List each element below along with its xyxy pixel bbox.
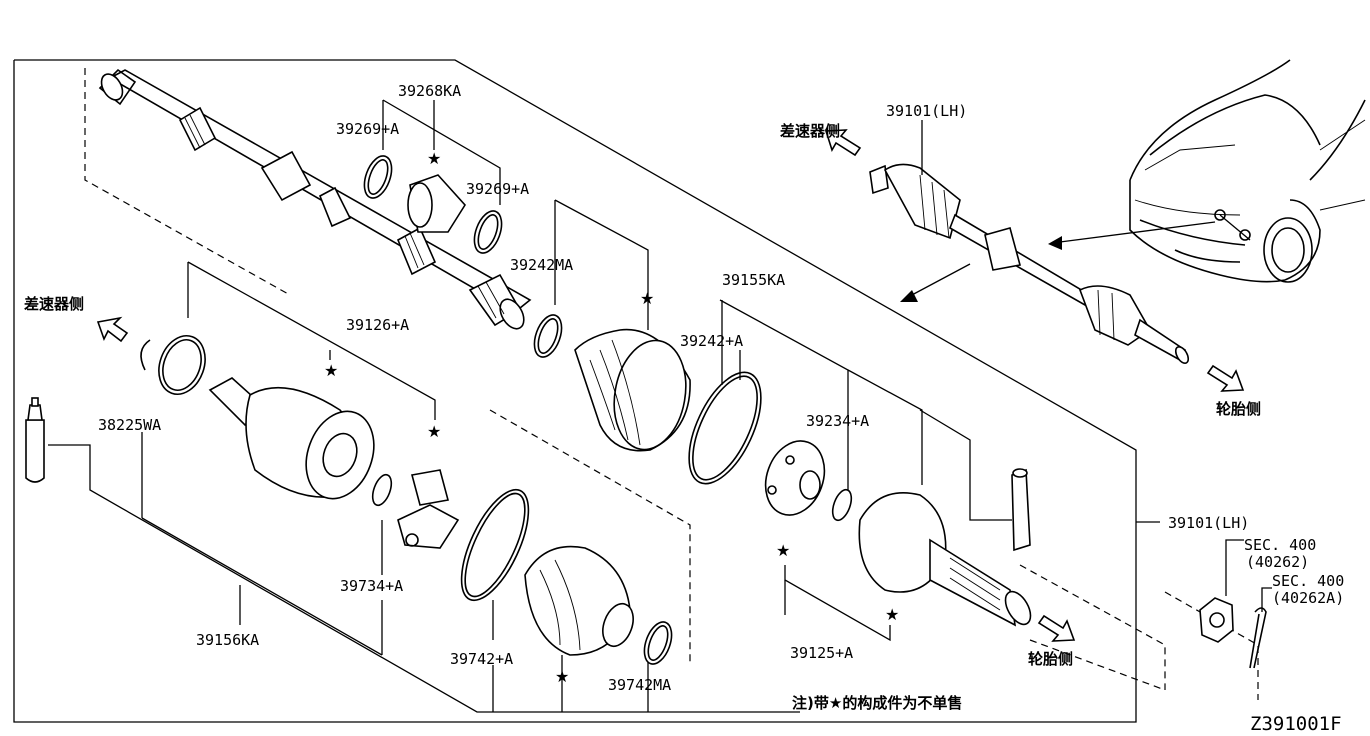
part-labels: 39268KA 39269+A 39269+A 39242MA 39155KA … — [98, 82, 1344, 694]
label-39242MA: 39242MA — [510, 256, 573, 274]
label-39734A: 39734+A — [340, 577, 403, 595]
star-marker: ★ — [776, 541, 790, 560]
diagram-code: Z391001F — [1250, 713, 1342, 735]
label-39126A: 39126+A — [346, 316, 409, 334]
label-38225WA: 38225WA — [98, 416, 161, 434]
note-star: ★ — [829, 694, 842, 712]
boot-inner — [460, 488, 673, 665]
star-marker: ★ — [427, 422, 441, 441]
star-marker: ★ — [885, 605, 899, 624]
label-sec400-b-code: (40262A) — [1272, 589, 1344, 607]
label-39234A: 39234+A — [806, 412, 869, 430]
note-suffix: 的构成件为不单售 — [842, 694, 962, 712]
damper-group — [363, 99, 503, 254]
label-sec400-a: SEC. 400 — [1244, 536, 1316, 554]
label-39101LH-top: 39101(LH) — [886, 102, 967, 120]
label-39101LH-right: 39101(LH) — [1168, 514, 1249, 532]
label-39269A-top: 39269+A — [336, 120, 399, 138]
star-marker: ★ — [640, 289, 654, 308]
boot-outer — [533, 199, 923, 490]
label-sec400-a-code: (40262) — [1246, 553, 1309, 571]
footnote: 注)带★的构成件为不单售 — [792, 694, 962, 712]
label-39242A: 39242+A — [680, 332, 743, 350]
side-labels: 差速器侧 差速器侧 轮胎侧 轮胎侧 — [24, 122, 1261, 668]
label-sec400-b: SEC. 400 — [1272, 572, 1344, 590]
arrows — [96, 129, 1245, 642]
axle-nut — [1199, 539, 1244, 643]
star-marker: ★ — [555, 667, 569, 686]
outer-joint — [764, 409, 1032, 627]
star-markers: ★ ★ ★ ★ ★ ★ ★ — [324, 149, 899, 686]
inner-shaft — [98, 68, 532, 330]
label-39268KA: 39268KA — [398, 82, 461, 100]
label-tire-side-bottom: 轮胎侧 — [1028, 650, 1073, 668]
inner-joint — [140, 261, 460, 549]
svg-text:注)带★的构成件为不单售: 注)带★的构成件为不单售 — [792, 694, 962, 712]
label-39269A-right: 39269+A — [466, 180, 529, 198]
cotter-pin — [1249, 587, 1272, 669]
assembled-shaft — [869, 120, 1190, 364]
label-39155KA: 39155KA — [722, 271, 785, 289]
label-tire-side-top: 轮胎侧 — [1216, 400, 1261, 418]
note-prefix: 注)带 — [792, 694, 829, 712]
main-frame — [13, 59, 1137, 723]
star-marker: ★ — [324, 361, 338, 380]
grease-tube-left — [25, 397, 45, 483]
label-39742MA: 39742MA — [608, 676, 671, 694]
star-marker: ★ — [427, 149, 441, 168]
label-39125A: 39125+A — [790, 644, 853, 662]
label-diff-side-top: 差速器侧 — [780, 122, 840, 140]
label-39742A: 39742+A — [450, 650, 513, 668]
label-39156KA: 39156KA — [196, 631, 259, 649]
label-diff-side-left: 差速器侧 — [24, 295, 84, 313]
leader-lines — [48, 432, 1160, 713]
car-outline — [1129, 59, 1366, 283]
